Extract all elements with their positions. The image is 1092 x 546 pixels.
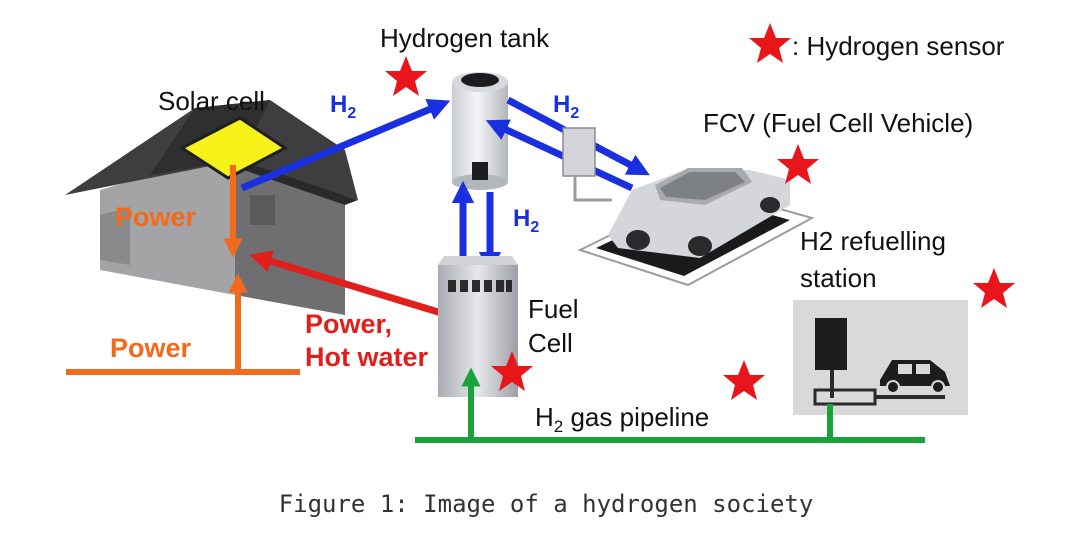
- label-sensor-legend: : Hydrogen sensor: [792, 31, 1005, 61]
- label-power-hot-line2: Hot water: [305, 342, 429, 372]
- sensor-star-tank: [385, 56, 427, 96]
- sensor-star-station: [973, 268, 1015, 308]
- label-fcv: FCV (Fuel Cell Vehicle): [703, 108, 973, 138]
- figure-caption: Figure 1: Image of a hydrogen society: [279, 490, 814, 518]
- sensor-star-fcv: [777, 144, 819, 184]
- label-h2-left: H2: [330, 91, 356, 122]
- sensor-star-pipeline: [723, 360, 765, 400]
- label-h2-vertical: H2: [513, 205, 539, 236]
- label-h2-right: H2: [553, 91, 579, 122]
- sensor-star-fuelcell: [491, 351, 533, 391]
- hydrogen-tank: [452, 72, 508, 190]
- sensor-star-legend: [749, 23, 791, 63]
- fcv-dispenser: [562, 127, 612, 202]
- fcv-car: [577, 168, 815, 287]
- label-fuel-cell-line2: Cell: [528, 328, 573, 358]
- solar-panel: [179, 116, 288, 180]
- label-power-grid: Power: [110, 333, 192, 363]
- label-solar-cell: Solar cell: [158, 86, 265, 116]
- label-power-house: Power: [115, 202, 197, 232]
- label-fuel-cell-line1: Fuel: [528, 294, 579, 324]
- label-h2-station-line1: H2 refuelling: [800, 226, 946, 256]
- power-hot-water-arrow: [249, 250, 460, 322]
- h2-arrow-solar-to-tank: [240, 99, 451, 192]
- label-power-hot-line1: Power,: [305, 309, 392, 339]
- label-h2-pipeline: H2 gas pipeline: [535, 402, 709, 436]
- label-hydrogen-tank: Hydrogen tank: [380, 23, 550, 53]
- h2-station: [793, 300, 968, 415]
- label-h2-station-line2: station: [800, 263, 877, 293]
